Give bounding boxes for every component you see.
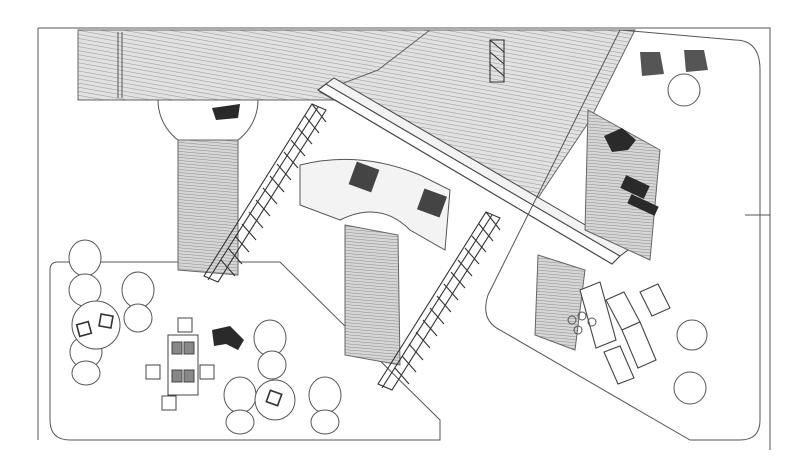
round-tables xyxy=(71,73,708,421)
dark-furniture xyxy=(212,50,708,350)
bar-stools xyxy=(567,311,597,335)
steel-truss-left xyxy=(203,103,327,283)
left-lounge-floor xyxy=(49,261,441,441)
office-desks xyxy=(579,281,671,385)
curved-counter xyxy=(299,158,451,251)
dining-table xyxy=(145,317,215,411)
outer-boundary xyxy=(37,27,771,450)
partitions xyxy=(177,109,661,366)
right-lounge-floor xyxy=(485,29,761,441)
top-truss-stub xyxy=(489,39,505,83)
steel-truss-right xyxy=(377,211,501,391)
